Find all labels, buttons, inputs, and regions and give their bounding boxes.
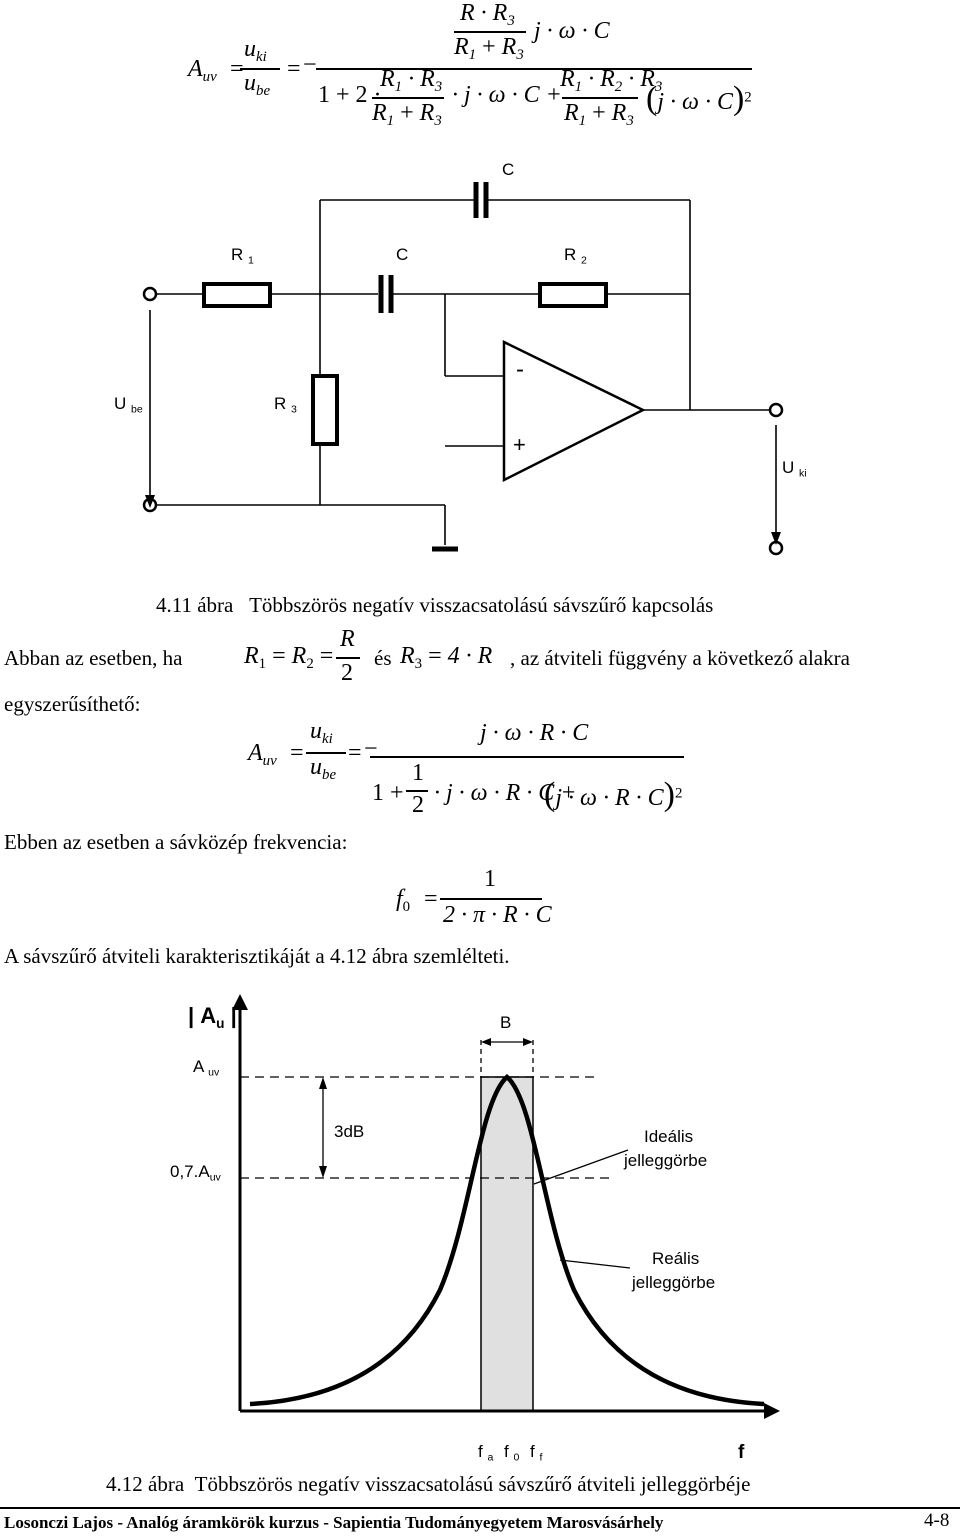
formula3-eq: = (424, 886, 438, 912)
plot-auv-label: A uv (193, 1057, 220, 1079)
plot-07auv-label: 0,7.Auv (170, 1162, 221, 1184)
plot-y-axis-label: | Au | (188, 1003, 237, 1031)
formula3-den: 2 · π · R · C (443, 902, 552, 928)
formula2-den-rest: · j · ω · R · C + (434, 780, 577, 806)
formula2-ube: ube (310, 754, 337, 784)
formula1-den-t2-num: R1 · R2 · R3 (560, 66, 663, 96)
resistor-r2-label: R 2 (564, 245, 587, 267)
formula2-uki: uki (310, 718, 333, 748)
formula1-num-tail: j · ω · C (534, 18, 610, 44)
real-curve-label-1: Reális (652, 1249, 700, 1268)
formula2-half-num: 1 (412, 760, 424, 786)
capacitor-top-label: C (502, 160, 515, 179)
formula1-num-R: R · R3 (460, 0, 515, 30)
formula1-minus: − (303, 52, 317, 78)
formula3-num: 1 (484, 866, 496, 892)
plot-fa-label: f a (478, 1442, 494, 1464)
ideal-curve-label-2: jelleggörbe (624, 1151, 708, 1170)
formula2-numerator: j · ω · R · C (480, 720, 589, 746)
figure-caption-4-12: 4.12 ábra Többszörös negatív visszacsato… (106, 1472, 751, 1496)
figure-caption-4-11: 4.11 ábra Többszörös negatív visszacsato… (156, 593, 714, 617)
input-voltage-label: U be (114, 394, 143, 416)
ideal-curve-label-1: Ideális (644, 1127, 694, 1146)
formula1-uki: uki (244, 36, 267, 66)
footer-rule (0, 1507, 960, 1509)
formula1-den-t1-den: R1 + R3 (372, 100, 442, 130)
resistor-r3-label: R 3 (274, 394, 297, 416)
page-number: 4-8 (924, 1510, 950, 1531)
para1-es: és (374, 646, 392, 670)
formula1-A: Auv (188, 56, 217, 86)
para1-start: Abban az esetben, ha (4, 646, 183, 670)
para3: A sávszűrő átviteli karakterisztikáját a… (4, 944, 510, 968)
formula2-eq2: = (348, 740, 362, 766)
formula1-num-den: R1 + R3 (454, 34, 524, 64)
plot-x-axis-label: f (738, 1442, 745, 1463)
real-curve-label-2: jelleggörbe (632, 1273, 716, 1292)
formula3-f0: f0 (396, 886, 411, 916)
formula1-eq2: = (287, 56, 301, 82)
resistor-r1-label: R 1 (231, 245, 254, 267)
formula1-den-paren: (j · ω · C)2 (646, 80, 752, 117)
para1-end: egyszerűsíthető: (4, 692, 141, 716)
formula2-minus: − (364, 736, 378, 762)
output-voltage-label: U ki (782, 458, 807, 480)
formula1-den-mid: · j · ω · C + (452, 82, 562, 108)
formula2-half-den: 2 (412, 792, 424, 818)
formula2-A: Auv (248, 740, 277, 770)
formula2-eq1: = (290, 740, 304, 766)
capacitor-mid-label: C (396, 245, 409, 264)
para2: Ebben az esetben a sávközép frekvencia: (4, 830, 348, 854)
formula1-ube: ube (244, 70, 271, 100)
formula1-den-t2-den: R1 + R3 (564, 100, 634, 130)
band-pass-plot (232, 994, 780, 1419)
opamp-plus-label: + (513, 432, 526, 457)
footer-text: Losonczi Lajos - Analóg áramkörök kurzus… (4, 1513, 664, 1532)
para1-middle: , az átviteli függvény a következő alakr… (510, 646, 850, 670)
para1-cond-two: 2 (341, 660, 353, 686)
formula1-den-start: 1 + 2 · (318, 82, 382, 108)
opamp-minus-label: - (516, 356, 524, 383)
plot-f0-label: f 0 (504, 1442, 520, 1464)
formula1-eq1: = (230, 56, 244, 82)
bandwidth-label: B (500, 1013, 512, 1032)
para1-condition-r1r2: R1 = R2 = (244, 643, 334, 673)
formula2-one-plus: 1 + (372, 780, 404, 806)
para1-cond-r-over: R (340, 626, 355, 652)
formula1-den-t1-num: R1 · R3 (380, 66, 443, 96)
para1-condition-r3: R3 = 4 · R (400, 643, 493, 673)
plot-3db-label: 3dB (334, 1122, 365, 1141)
formula2-den-paren: (j · ω · R · C)2 (544, 776, 683, 813)
plot-ff-label: f f (530, 1442, 543, 1464)
